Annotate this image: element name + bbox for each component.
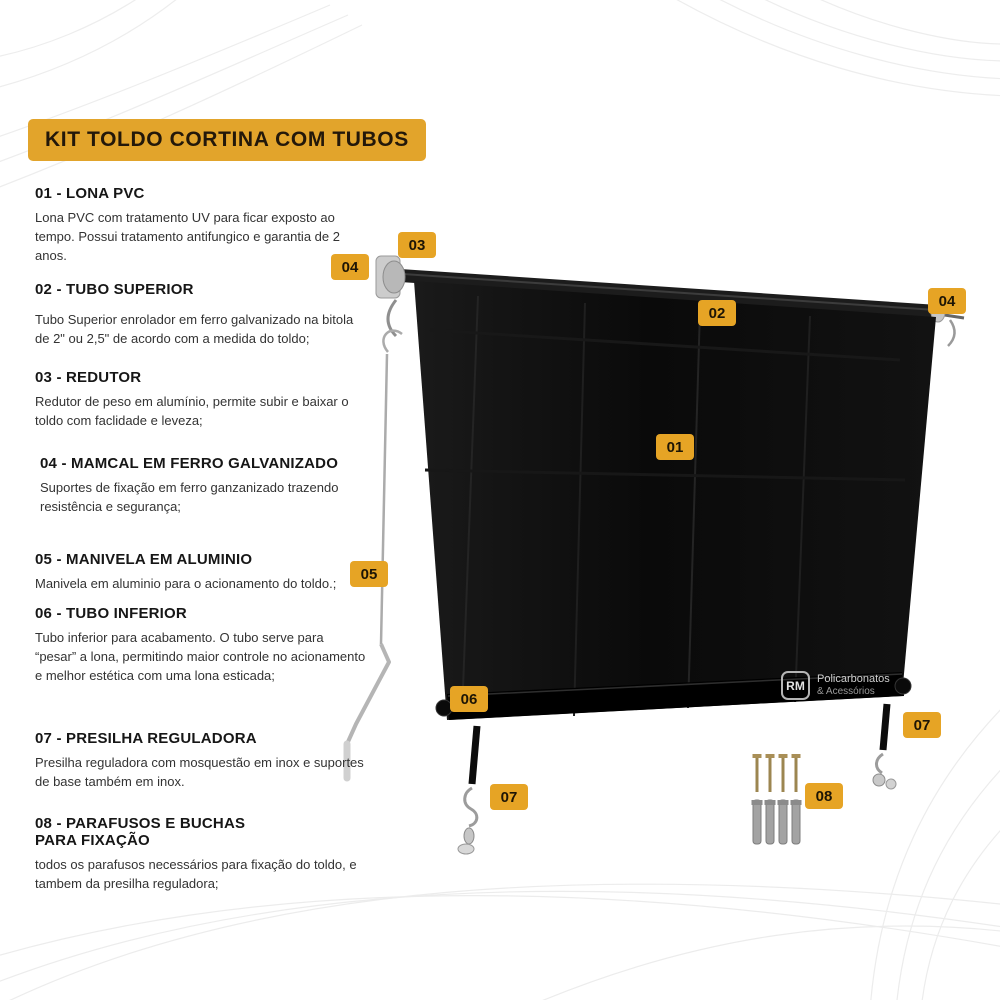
callout-badge-04-right: 04 (928, 288, 966, 314)
description-section-03: 03 - REDUTOR Redutor de peso em alumínio… (35, 369, 367, 431)
section-body-05: Manivela em aluminio para o acionamento … (35, 576, 337, 591)
wall-plugs-icon (751, 799, 802, 845)
callout-badge-01: 01 (656, 434, 694, 460)
callout-badge-07-right: 07 (903, 712, 941, 738)
callout-badge-08: 08 (805, 783, 843, 809)
brand-logo: RM Policarbonatos & Acessórios (781, 671, 890, 700)
brand-tagline: & Acessórios (817, 686, 875, 698)
section-heading-07: 07 - PRESILHA REGULADORA (35, 730, 257, 747)
right-strap-hook-graphic (872, 703, 897, 790)
left-strap-hook-graphic (457, 725, 481, 855)
section-body-08: todos os parafusos necessários para fixa… (35, 857, 357, 891)
section-heading-05: 05 - MANIVELA EM ALUMINIO (35, 551, 253, 568)
description-section-02: 02 - TUBO SUPERIOR Tubo Superior enrolad… (35, 281, 367, 349)
callout-badge-03: 03 (398, 232, 436, 258)
section-heading-04: 04 - MAMCAL EM FERRO GALVANIZADO (40, 455, 339, 472)
description-section-08: 08 - PARAFUSOS E BUCHAS PARA FIXAÇÃO tod… (35, 815, 367, 894)
bottom-tube-graphic (435, 672, 912, 720)
callout-badge-07-left: 07 (490, 784, 528, 810)
section-heading-03: 03 - REDUTOR (35, 369, 142, 386)
section-body-03: Redutor de peso em alumínio, permite sub… (35, 394, 349, 428)
callout-badge-06: 06 (450, 686, 488, 712)
brand-name: Policarbonatos (817, 673, 890, 686)
crank-handle-graphic (343, 643, 391, 782)
description-section-01: 01 - LONA PVC Lona PVC com tratamento UV… (35, 185, 367, 266)
section-heading-01: 01 - LONA PVC (35, 185, 145, 202)
top-roller-tube-graphic (400, 269, 938, 318)
brand-logo-icon: RM (781, 671, 810, 700)
description-section-06: 06 - TUBO INFERIOR Tubo inferior para ac… (35, 605, 367, 686)
section-body-04: Suportes de fixação em ferro ganzanizado… (40, 480, 339, 514)
callout-badge-04-left: 04 (331, 254, 369, 280)
tarp-graphic (414, 281, 936, 720)
callout-badge-02: 02 (698, 300, 736, 326)
callout-badge-05: 05 (350, 561, 388, 587)
section-heading-02: 02 - TUBO SUPERIOR (35, 281, 194, 298)
brand-logo-text: Policarbonatos & Acessórios (817, 673, 890, 697)
section-body-06: Tubo inferior para acabamento. O tubo se… (35, 630, 366, 683)
section-body-01: Lona PVC com tratamento UV para ficar ex… (35, 210, 340, 263)
section-body-07: Presilha reguladora com mosquestão em in… (35, 755, 364, 789)
section-body-02: Tubo Superior enrolador em ferro galvani… (35, 312, 354, 346)
description-section-05: 05 - MANIVELA EM ALUMINIO Manivela em al… (35, 551, 367, 594)
reducer-rod-graphic (379, 329, 403, 645)
section-heading-06: 06 - TUBO INFERIOR (35, 605, 187, 622)
description-section-04: 04 - MAMCAL EM FERRO GALVANIZADO Suporte… (35, 455, 372, 517)
section-heading-08: 08 - PARAFUSOS E BUCHAS PARA FIXAÇÃO (35, 815, 246, 849)
page-title: KIT TOLDO CORTINA COM TUBOS (28, 119, 426, 161)
left-bracket-icon (375, 255, 406, 338)
description-section-07: 07 - PRESILHA REGULADORA Presilha regula… (35, 730, 367, 792)
screws-icon (752, 754, 801, 792)
